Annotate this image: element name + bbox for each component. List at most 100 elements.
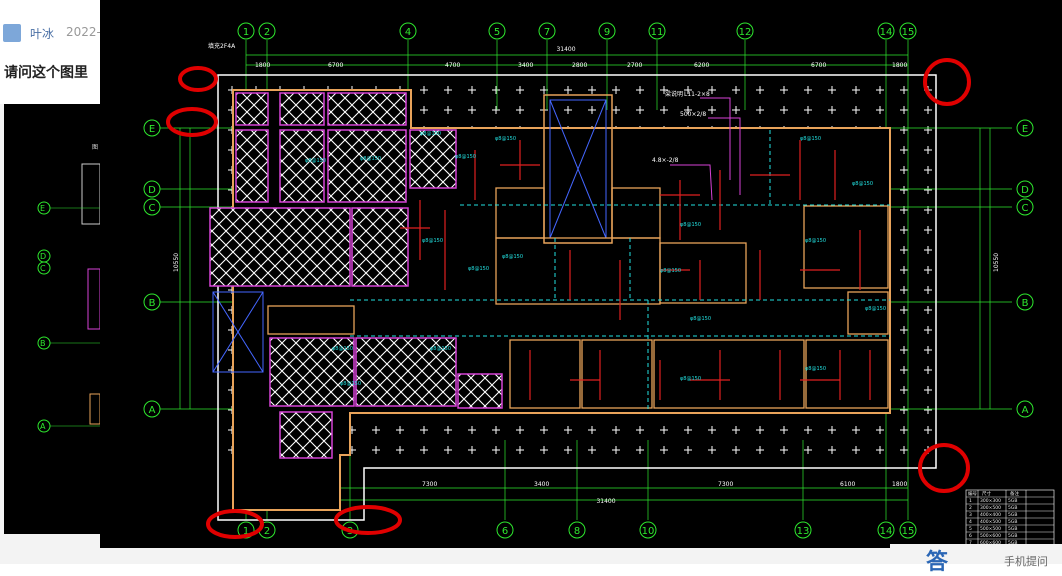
svg-text:φ8@150: φ8@150: [852, 181, 873, 187]
grid-label-top: 11: [651, 27, 664, 38]
svg-text:D: D: [40, 252, 46, 261]
legend-cell: 5GB: [1008, 498, 1017, 504]
beam-label: 4.8×-2/8: [652, 157, 679, 164]
overall-bottom-dim: 31400: [596, 498, 615, 505]
svg-text:φ8@150: φ8@150: [468, 266, 489, 272]
legend-cell: 400×500: [980, 519, 1001, 525]
cad-canvas: 31400 1800 6700 4700 3400 2800 2700 6200…: [143, 22, 1055, 549]
svg-text:φ8@150: φ8@150: [305, 158, 326, 164]
grid-label-right: E: [1022, 124, 1028, 135]
answer-bar: [890, 544, 1062, 564]
top-dim: 1800: [255, 62, 270, 69]
hatch-room: [327, 92, 407, 126]
hatch-room: [269, 337, 355, 407]
top-dim: 4700: [445, 62, 460, 69]
hatch-room: [209, 207, 351, 287]
legend-header: 编号: [968, 490, 977, 497]
right-total-dim: 10550: [993, 253, 1000, 272]
grid-label-right: C: [1022, 203, 1029, 214]
legend-cell: 300×500: [980, 505, 1001, 511]
bottom-dim: 7300: [422, 481, 437, 488]
grid-label-bottom: 13: [797, 526, 810, 537]
grid-label-left: A: [149, 405, 156, 416]
top-dim: 2800: [572, 62, 587, 69]
hatch-room: [235, 92, 269, 126]
legend-cell: 2: [969, 505, 972, 511]
grid-label-bottom: 1: [243, 526, 249, 537]
legend-cell: 6: [969, 533, 972, 539]
grid-label-left: B: [149, 298, 156, 309]
svg-text:φ8@150: φ8@150: [360, 156, 381, 162]
grid-label-left: C: [149, 203, 156, 214]
svg-text:φ8@150: φ8@150: [422, 238, 443, 244]
legend-cell: 600×600: [980, 540, 1001, 546]
grid-label-top: 4: [405, 27, 411, 38]
legend-cell: 5GB: [1008, 526, 1017, 532]
beam-label: L11-2×8: [684, 91, 710, 98]
grid-label-bottom: 2: [264, 526, 270, 537]
grid-bubbles-right: [1016, 119, 1034, 418]
grid-label-bottom: 8: [574, 526, 580, 537]
rebar-lines: [400, 140, 871, 400]
post-question: 请问这个图里: [4, 65, 88, 81]
top-dim: 6200: [694, 62, 709, 69]
svg-text:φ8@150: φ8@150: [680, 222, 701, 228]
svg-text:φ8@150: φ8@150: [805, 238, 826, 244]
legend-cell: 500×500: [980, 526, 1001, 532]
grid-label-right: A: [1022, 405, 1029, 416]
svg-text:φ8@150: φ8@150: [680, 376, 701, 382]
rebar-labels: φ8@150 φ8@150 φ8@150 φ8@150 φ8@150 φ8@150 φ…: [305, 131, 886, 387]
legend-cell: 1: [969, 498, 972, 504]
hatch-room: [457, 373, 503, 409]
grid-bubbles-bottom: [237, 521, 917, 539]
grid-label-bottom: 14: [880, 526, 893, 537]
avatar[interactable]: [3, 24, 21, 42]
post-date: 2022-: [66, 25, 101, 39]
magenta-leaders: [670, 97, 741, 201]
top-dim: 6700: [811, 62, 826, 69]
answer-icon[interactable]: 答: [926, 550, 949, 575]
annotation-circle: [334, 505, 402, 535]
interior-walls: [267, 187, 889, 409]
grid-label-bottom: 6: [502, 526, 508, 537]
top-left-note: 填充2F4A: [208, 42, 236, 50]
thumbnail-label: 图: [92, 144, 98, 151]
svg-text:B: B: [40, 339, 46, 348]
svg-text:φ8@150: φ8@150: [865, 306, 886, 312]
legend-cell: 5GB: [1008, 540, 1017, 546]
annotation-circles: [166, 58, 971, 539]
annotation-circle: [166, 107, 218, 137]
svg-text:C: C: [40, 264, 46, 273]
grid-label-top: 2: [264, 27, 270, 38]
svg-text:φ8@150: φ8@150: [340, 381, 361, 387]
svg-text:φ8@150: φ8@150: [495, 136, 516, 142]
mobile-ask-link[interactable]: 手机提问: [1004, 555, 1048, 568]
hatch-room: [409, 129, 457, 189]
grid-label-top: 7: [544, 27, 550, 38]
grid-label-right: B: [1022, 298, 1029, 309]
legend-cell: 5GB: [1008, 505, 1017, 511]
bottom-dim: 3400: [534, 481, 549, 488]
grid-label-top: 14: [880, 27, 893, 38]
annotation-circle: [178, 66, 218, 92]
grid-label-left: D: [148, 185, 156, 196]
svg-text:φ8@150: φ8@150: [430, 346, 451, 352]
grid-label-top: 5: [494, 27, 500, 38]
legend-header: 备注: [1010, 490, 1019, 497]
bottom-dim: 1800: [892, 481, 907, 488]
post-header: 叶冰 2022- 请问这个图里: [0, 0, 101, 104]
thumb-grid-bubble-C: [37, 261, 51, 275]
legend-cell: 3: [969, 512, 972, 518]
grid-bubbles-left: [143, 119, 161, 418]
cad-drawing[interactable]: 31400 1800 6700 4700 3400 2800 2700 6200…: [100, 0, 1062, 549]
grid-label-right: D: [1021, 185, 1029, 196]
svg-text:φ8@150: φ8@150: [660, 268, 681, 274]
background-drawing-thumbnail: 图 E D C B A: [4, 104, 101, 534]
username[interactable]: 叶冰: [30, 27, 55, 41]
overall-top-dim: 31400: [556, 46, 575, 53]
svg-text:φ8@150: φ8@150: [502, 254, 523, 260]
legend-table: 编号 尺寸 备注 1 300×300 5GB 2 300×500 5GB 3 4…: [965, 489, 1055, 549]
legend-cell: 5GB: [1008, 519, 1017, 525]
legend-cell: 5GB: [1008, 512, 1017, 518]
grid-label-bottom: 10: [642, 526, 655, 537]
